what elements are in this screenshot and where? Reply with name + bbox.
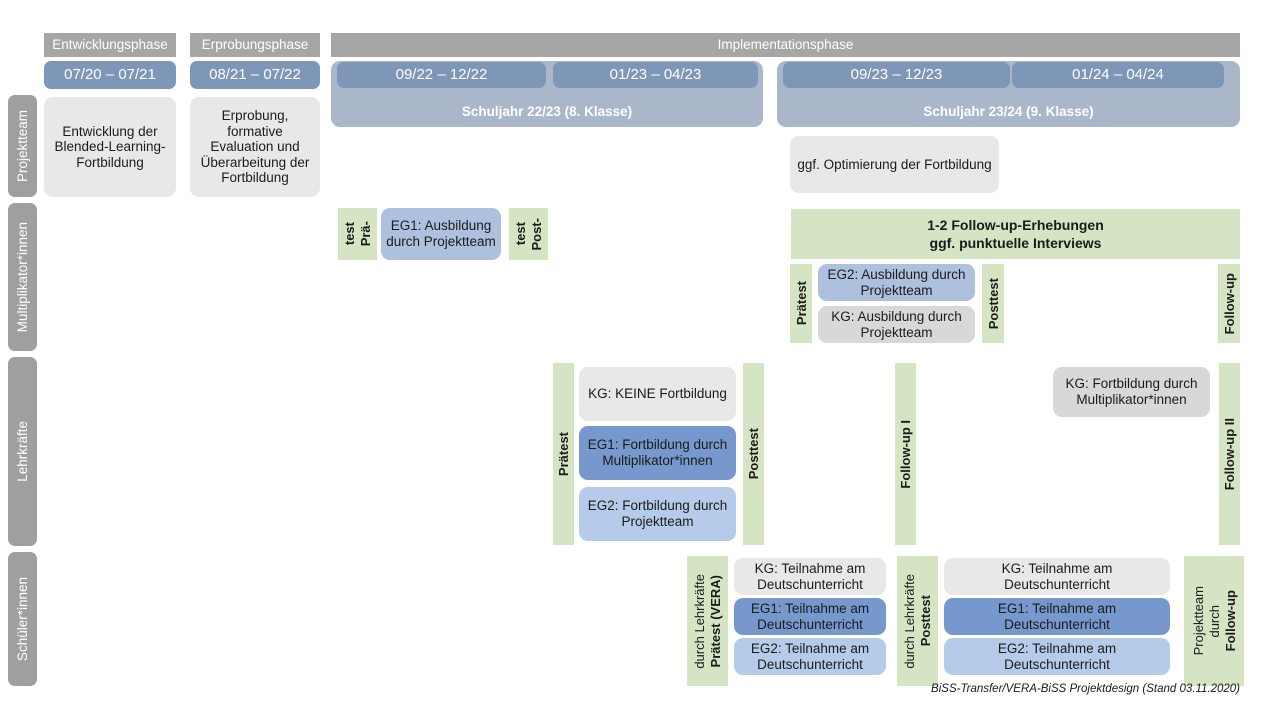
green-praetest-lehrkraefte-label: Prätest <box>556 431 571 477</box>
green-praetest-vera-sub: durch Lehrkräfte <box>692 573 707 669</box>
green-posttest-line2: test <box>513 222 528 246</box>
green-praetest-multiplikator-1: Prä- test <box>338 208 377 260</box>
green-followup-erhebungen-banner: 1-2 Follow-up-Erhebungen ggf. punktuelle… <box>791 209 1240 259</box>
phase-header-entwicklungsphase: Entwicklungsphase <box>44 33 176 57</box>
card-erprobung-evaluation: Erprobung, formative Evaluation und Über… <box>190 97 320 197</box>
row-label-projektteam: Projektteam <box>8 95 37 197</box>
row-label-schueler: Schüler*innen <box>8 552 37 686</box>
followup-banner-line1: 1-2 Follow-up-Erhebungen <box>927 216 1104 233</box>
card-eg1-ausbildung-projektteam: EG1: Ausbildung durch Projektteam <box>381 208 501 260</box>
card-eg2-fortbildung-projektteam: EG2: Fortbildung durch Projektteam <box>579 487 736 541</box>
green-followup-schueler: Follow-up durch Projektteam <box>1184 556 1244 686</box>
footnote-source: BiSS-Transfer/VERA-BiSS Projektdesign (S… <box>931 683 1240 695</box>
card-eg1-fortbildung-multiplikator: EG1: Fortbildung durch Multiplikator*inn… <box>579 426 736 480</box>
green-followup-1-lehrkraefte: Follow-up I <box>895 363 916 545</box>
card-eg2-teilnahme-deutschunterricht-2: EG2: Teilnahme am Deutschunterricht <box>944 638 1170 675</box>
period-chip-0923-1223: 09/23 – 12/23 <box>783 62 1010 88</box>
green-followup-1-label: Follow-up I <box>898 419 913 489</box>
green-posttest-line1: Post- <box>529 217 544 251</box>
green-followup-schueler-main: Follow-up <box>1222 590 1238 652</box>
card-entwicklung-fortbildung: Entwicklung der Blended-Learning-Fortbil… <box>44 97 176 197</box>
card-ggf-optimierung: ggf. Optimierung der Fortbildung <box>790 136 999 193</box>
green-posttest-lehrkraefte-label: Posttest <box>746 428 761 480</box>
green-posttest-schueler-sub: durch Lehrkräfte <box>902 573 917 669</box>
card-kg-teilnahme-deutschunterricht-1: KG: Teilnahme am Deutschunterricht <box>734 558 886 595</box>
green-followup-2-lehrkraefte: Follow-up II <box>1219 363 1240 545</box>
card-eg1-teilnahme-deutschunterricht-1: EG1: Teilnahme am Deutschunterricht <box>734 598 886 635</box>
card-kg-ausbildung-projektteam: KG: Ausbildung durch Projektteam <box>818 306 975 343</box>
card-kg-fortbildung-multiplikator: KG: Fortbildung durch Multiplikator*inne… <box>1053 367 1210 417</box>
row-label-multiplikator: Multiplikator*innen <box>8 203 37 351</box>
card-eg2-ausbildung-projektteam: EG2: Ausbildung durch Projektteam <box>818 264 975 301</box>
green-praetest-multiplikator-2: Prätest <box>790 264 812 343</box>
green-praetest-line1: Prä- <box>358 221 373 247</box>
card-eg2-teilnahme-deutschunterricht-1: EG2: Teilnahme am Deutschunterricht <box>734 638 886 675</box>
phase-header-erprobungsphase: Erprobungsphase <box>190 33 320 57</box>
card-eg1-teilnahme-deutschunterricht-2: EG1: Teilnahme am Deutschunterricht <box>944 598 1170 635</box>
green-posttest-label: Posttest <box>985 277 1001 330</box>
followup-banner-line2: ggf. punktuelle Interviews <box>929 235 1102 251</box>
green-praetest-lehrkraefte: Prätest <box>553 363 574 545</box>
card-kg-keine-fortbildung: KG: KEINE Fortbildung <box>579 367 736 421</box>
period-chip-0821-0722: 08/21 – 07/22 <box>190 61 320 89</box>
green-followup-schueler-sub1: durch <box>1206 604 1222 638</box>
green-posttest-schueler: Posttest durch Lehrkräfte <box>897 556 938 686</box>
green-praetest-line2: test <box>342 222 357 246</box>
green-praetest-label: Prätest <box>793 281 809 326</box>
green-posttest-lehrkraefte: Posttest <box>743 363 764 545</box>
row-label-projektteam-text: Projektteam <box>15 109 30 183</box>
green-posttest-multiplikator-2: Posttest <box>982 264 1004 343</box>
green-posttest-multiplikator-1: Post- test <box>509 208 548 260</box>
period-chip-0123-0423: 01/23 – 04/23 <box>553 62 758 88</box>
row-label-lehrkraefte: Lehrkräfte <box>8 357 37 546</box>
green-followup-2-label: Follow-up II <box>1222 417 1237 491</box>
green-followup-label: Follow-up <box>1221 272 1237 335</box>
green-followup-multiplikator: Follow-up <box>1218 264 1240 343</box>
green-praetest-vera-main: Prätest (VERA) <box>708 574 723 668</box>
row-label-lehrkraefte-text: Lehrkräfte <box>15 421 30 482</box>
row-label-schueler-text: Schüler*innen <box>15 576 30 662</box>
green-praetest-vera-schueler: Prätest (VERA) durch Lehrkräfte <box>687 556 728 686</box>
green-followup-schueler-sub2: Projektteam <box>1190 586 1206 656</box>
row-label-multiplikator-text: Multiplikator*innen <box>15 221 30 333</box>
card-kg-teilnahme-deutschunterricht-2: KG: Teilnahme am Deutschunterricht <box>944 558 1170 595</box>
phase-header-implementationsphase: Implementationsphase <box>331 33 1240 57</box>
period-chip-0720-0721: 07/20 – 07/21 <box>44 61 176 89</box>
green-posttest-schueler-main: Posttest <box>918 595 933 647</box>
period-chip-0124-0424: 01/24 – 04/24 <box>1012 62 1224 88</box>
period-chip-0922-1222: 09/22 – 12/22 <box>337 62 546 88</box>
